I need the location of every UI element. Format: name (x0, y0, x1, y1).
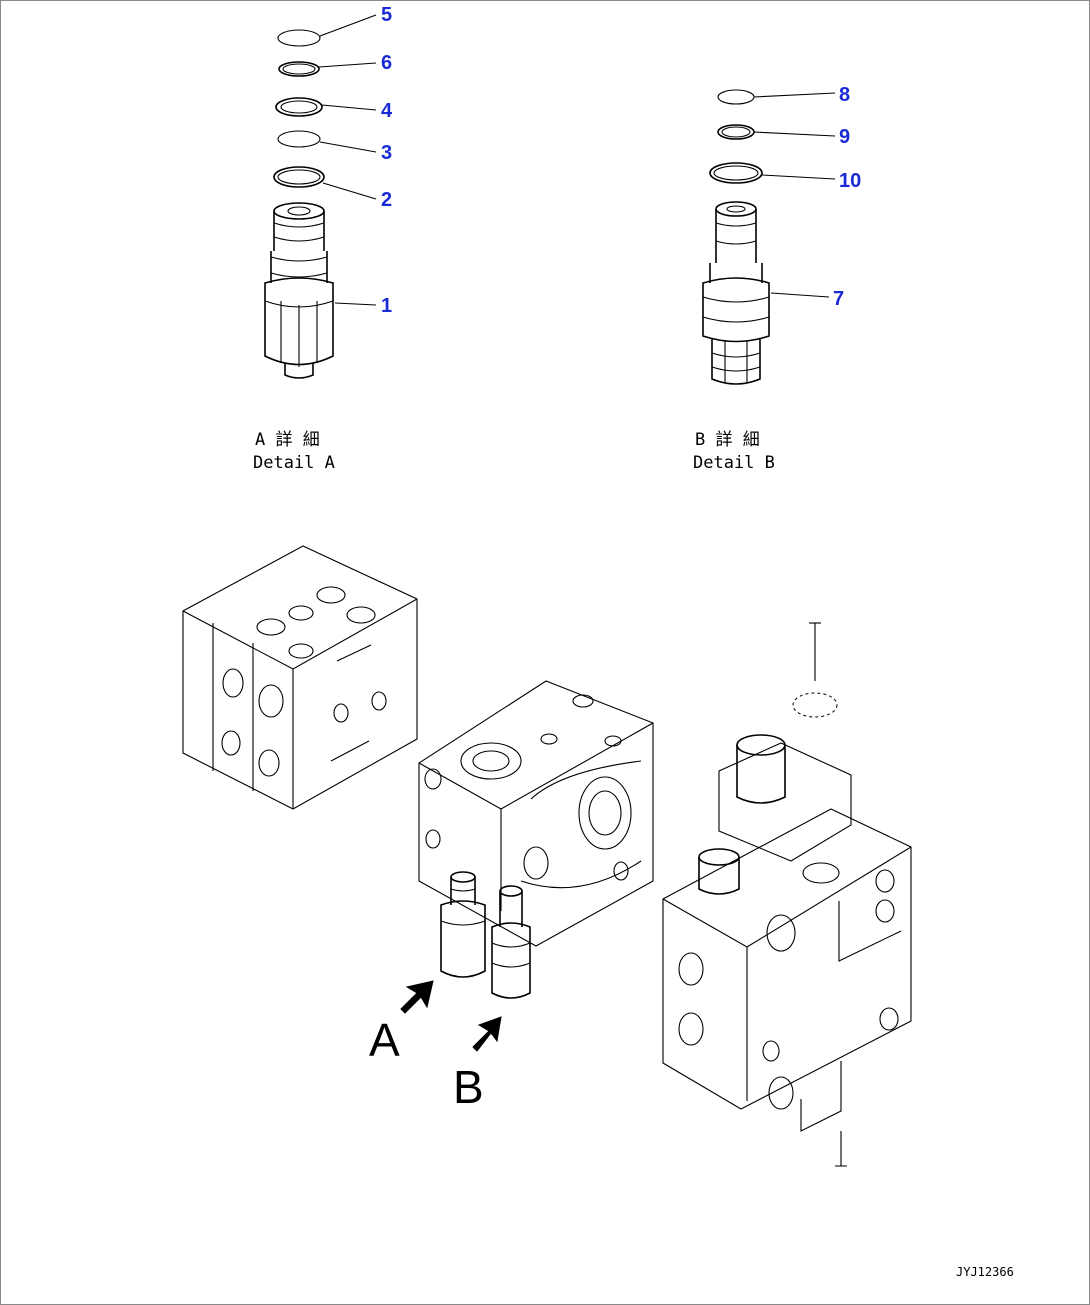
callout-8: 8 (839, 84, 850, 106)
part-1-valve (264, 202, 334, 379)
part-6-ring (278, 61, 320, 77)
callout-5: 5 (381, 4, 392, 26)
part-2-ring-inner (277, 169, 321, 185)
arrow-a-icon (400, 980, 434, 1014)
part-2-ring (273, 166, 325, 188)
callout-9: 9 (839, 126, 850, 148)
part-4-ring-inner (280, 100, 318, 114)
callout-2: 2 (381, 189, 392, 211)
detail-b-caption-jp: B 詳 細 (695, 430, 760, 450)
callout-1: 1 (381, 295, 392, 317)
right-valve-block (662, 622, 912, 1167)
arrow-b-icon (472, 1016, 502, 1052)
detail-a-caption-jp: A 詳 細 (255, 430, 320, 450)
callout-4: 4 (381, 100, 393, 122)
detail-b-leaders (753, 92, 836, 298)
detail-b-caption-en: Detail B (693, 453, 775, 473)
callout-6: 6 (381, 52, 392, 74)
detail-a-leaders (318, 14, 377, 306)
part-6-ring-inner (282, 63, 316, 75)
part-9-ring-inner (721, 126, 751, 138)
detail-a-parts (264, 29, 334, 379)
view-label-a: A (369, 1014, 400, 1066)
part-8-ring (717, 89, 755, 105)
part-5-ring (277, 29, 321, 47)
callout-10: 10 (839, 170, 861, 192)
callout-3: 3 (381, 142, 392, 164)
callout-7: 7 (833, 288, 844, 310)
drawing-code: JYJ12366 (956, 1265, 1014, 1279)
detail-b-parts (702, 89, 770, 385)
center-valve-block (418, 680, 654, 947)
part-7-valve (702, 201, 770, 385)
left-valve-block (182, 545, 418, 810)
installed-cartridge-b (491, 885, 531, 999)
part-4-ring (275, 97, 323, 117)
part-10-ring (709, 162, 763, 184)
part-3-ring (277, 130, 321, 148)
installed-cartridge-a (440, 871, 486, 978)
view-label-b: B (453, 1061, 484, 1113)
detail-a-caption-en: Detail A (253, 453, 335, 473)
part-10-ring-inner (713, 165, 759, 181)
